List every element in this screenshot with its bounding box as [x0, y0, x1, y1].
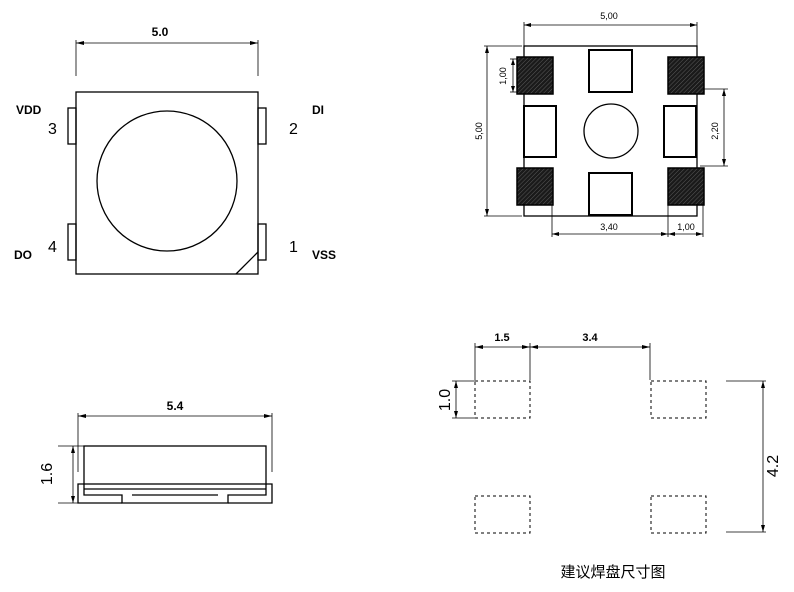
- pin1-chamfer: [235, 251, 259, 275]
- footprint-pitch-dim: 3.4: [582, 332, 598, 344]
- lead-pin3: [67, 107, 77, 145]
- pin-number-4: 4: [48, 239, 57, 256]
- pad-corner-tl: [516, 56, 554, 95]
- pad-left-middle: [523, 105, 557, 158]
- footprint-pad-width-dim: 1.5: [494, 332, 509, 344]
- pad-bottom-center: [588, 172, 633, 216]
- pad-height-1-dim: 1,00: [498, 67, 508, 85]
- side-left-lead: [77, 483, 122, 504]
- package-body: [75, 91, 259, 275]
- lead-pin1: [257, 223, 267, 261]
- pin-number-1: 1: [289, 239, 298, 256]
- pin-label-vdd: VDD: [16, 103, 42, 117]
- footprint-pad-tr: [650, 380, 707, 419]
- footprint-pad-bl: [474, 495, 531, 534]
- footprint-row-span-dim: 4.2: [765, 455, 782, 477]
- side-lead-frame: [83, 484, 267, 504]
- lens-circle: [96, 110, 238, 252]
- footprint-caption: 建议焊盘尺寸图: [560, 563, 665, 581]
- pad-pitch-dim: 3,40: [600, 222, 618, 232]
- pad-right-middle: [663, 105, 697, 158]
- pad-width-5-dim: 5,00: [600, 11, 618, 21]
- pad-drawing: 5,00 5,00 1,00 2,20: [474, 11, 728, 237]
- pad-center-circle: [583, 103, 639, 159]
- pad-corner-bl: [516, 167, 554, 206]
- pad-width-1-dim: 1,00: [677, 222, 695, 232]
- pad-corner-tr: [667, 56, 705, 95]
- pin-number-3: 3: [48, 121, 57, 138]
- side-body: [83, 445, 267, 485]
- footprint-pad-tl: [474, 380, 531, 419]
- pin-label-do: DO: [14, 248, 32, 262]
- side-view-height-dim: 1.6: [39, 463, 56, 485]
- side-right-lead: [228, 483, 273, 504]
- footprint-pad-br: [650, 495, 707, 534]
- lead-pin2: [257, 107, 267, 145]
- pin-label-di: DI: [312, 103, 324, 117]
- footprint: 1.5 3.4 1.0 4.2 建议焊盘尺寸图: [437, 332, 782, 581]
- top-view: 5.0 VDD 3 DI 2 DO 4 VSS 1: [14, 25, 336, 275]
- pad-spacing-dim: 2,20: [710, 122, 720, 140]
- pin-number-2: 2: [289, 121, 298, 138]
- side-view: 5.4 1.6: [39, 399, 273, 504]
- lead-pin4: [67, 223, 77, 261]
- pad-corner-br: [667, 167, 705, 206]
- top-view-width-dim: 5.0: [152, 25, 169, 39]
- footprint-pad-height-dim: 1.0: [437, 389, 454, 411]
- side-view-width-dim: 5.4: [167, 399, 184, 413]
- pad-height-5-dim: 5,00: [474, 122, 484, 140]
- pin-label-vss: VSS: [312, 248, 336, 262]
- pad-top-center: [588, 49, 633, 93]
